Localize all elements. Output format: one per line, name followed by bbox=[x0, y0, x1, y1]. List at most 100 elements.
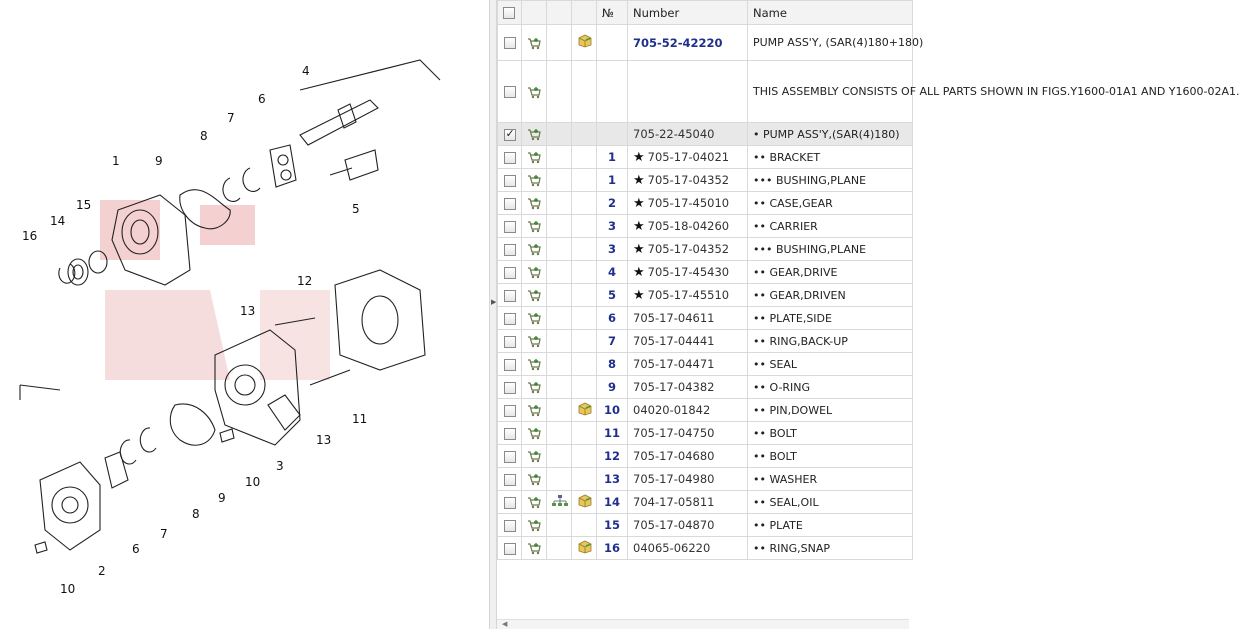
row-select-cell[interactable] bbox=[497, 490, 522, 514]
add-to-cart-icon[interactable] bbox=[527, 450, 542, 463]
horizontal-scrollbar[interactable]: ◀ bbox=[497, 619, 909, 629]
row-select-cell[interactable] bbox=[497, 444, 522, 468]
row-checkbox[interactable] bbox=[503, 335, 516, 348]
cart-cell[interactable] bbox=[521, 24, 547, 61]
tree-cell[interactable] bbox=[546, 490, 572, 514]
cart-cell[interactable] bbox=[521, 513, 547, 537]
table-row[interactable]: 1★705-17-04021•• BRACKET bbox=[497, 145, 913, 169]
cart-cell[interactable] bbox=[521, 191, 547, 215]
part-number[interactable]: 705-52-42220 bbox=[633, 35, 723, 50]
cart-cell[interactable] bbox=[521, 536, 547, 560]
cart-cell[interactable] bbox=[521, 352, 547, 376]
row-checkbox[interactable] bbox=[503, 542, 516, 555]
add-to-cart-icon[interactable] bbox=[527, 151, 542, 164]
row-checkbox[interactable] bbox=[503, 197, 516, 210]
package-icon[interactable] bbox=[577, 402, 593, 419]
row-select-cell[interactable] bbox=[497, 191, 522, 215]
add-to-cart-icon[interactable] bbox=[527, 86, 542, 99]
row-checkbox[interactable] bbox=[503, 220, 516, 233]
add-to-cart-icon[interactable] bbox=[527, 335, 542, 348]
cart-cell[interactable] bbox=[521, 122, 547, 146]
cart-cell[interactable] bbox=[521, 237, 547, 261]
add-to-cart-icon[interactable] bbox=[527, 473, 542, 486]
row-select-cell[interactable] bbox=[497, 329, 522, 353]
row-select-cell[interactable] bbox=[497, 421, 522, 445]
row-checkbox[interactable] bbox=[503, 496, 516, 509]
table-row[interactable]: 3★705-18-04260•• CARRIER bbox=[497, 214, 913, 238]
row-select-cell[interactable] bbox=[497, 168, 522, 192]
add-to-cart-icon[interactable] bbox=[527, 427, 542, 440]
cart-cell[interactable] bbox=[521, 214, 547, 238]
row-select-cell[interactable] bbox=[497, 467, 522, 491]
row-select-cell[interactable] bbox=[497, 122, 522, 146]
row-select-cell[interactable] bbox=[497, 283, 522, 307]
row-checkbox[interactable] bbox=[503, 312, 516, 325]
column-header-number[interactable]: Number bbox=[627, 0, 748, 25]
row-select-cell[interactable] bbox=[497, 513, 522, 537]
add-to-cart-icon[interactable] bbox=[527, 266, 542, 279]
package-icon[interactable] bbox=[577, 494, 593, 511]
add-to-cart-icon[interactable] bbox=[527, 519, 542, 532]
table-row[interactable]: 1★705-17-04352••• BUSHING,PLANE bbox=[497, 168, 913, 192]
cart-cell[interactable] bbox=[521, 375, 547, 399]
column-header-name[interactable]: Name bbox=[747, 0, 913, 25]
cart-cell[interactable] bbox=[521, 421, 547, 445]
table-row[interactable]: 3★705-17-04352••• BUSHING,PLANE bbox=[497, 237, 913, 261]
table-row[interactable]: 5★705-17-45510•• GEAR,DRIVEN bbox=[497, 283, 913, 307]
row-checkbox[interactable] bbox=[503, 289, 516, 302]
hierarchy-icon[interactable] bbox=[552, 494, 568, 510]
package-icon[interactable] bbox=[577, 540, 593, 557]
add-to-cart-icon[interactable] bbox=[527, 358, 542, 371]
add-to-cart-icon[interactable] bbox=[527, 381, 542, 394]
row-checkbox[interactable] bbox=[503, 86, 516, 98]
cart-cell[interactable] bbox=[521, 260, 547, 284]
cart-cell[interactable] bbox=[521, 145, 547, 169]
package-cell[interactable] bbox=[571, 24, 597, 61]
package-cell[interactable] bbox=[571, 398, 597, 422]
table-row[interactable]: 2★705-17-45010•• CASE,GEAR bbox=[497, 191, 913, 215]
row-checkbox[interactable] bbox=[503, 174, 516, 187]
collapse-arrow-icon[interactable]: ▶ bbox=[491, 298, 497, 306]
row-checkbox[interactable] bbox=[503, 243, 516, 256]
row-select-cell[interactable] bbox=[497, 60, 522, 123]
package-cell[interactable] bbox=[571, 536, 597, 560]
add-to-cart-icon[interactable] bbox=[527, 243, 542, 256]
cart-cell[interactable] bbox=[521, 398, 547, 422]
cart-cell[interactable] bbox=[521, 306, 547, 330]
row-checkbox[interactable] bbox=[503, 266, 516, 279]
part-number-cell[interactable]: 705-52-42220 bbox=[627, 24, 748, 61]
row-select-cell[interactable] bbox=[497, 145, 522, 169]
row-select-cell[interactable] bbox=[497, 352, 522, 376]
row-checkbox[interactable] bbox=[503, 127, 516, 141]
add-to-cart-icon[interactable] bbox=[527, 37, 542, 50]
row-select-cell[interactable] bbox=[497, 306, 522, 330]
cart-cell[interactable] bbox=[521, 490, 547, 514]
cart-cell[interactable] bbox=[521, 329, 547, 353]
add-to-cart-icon[interactable] bbox=[527, 312, 542, 325]
row-checkbox[interactable] bbox=[503, 427, 516, 440]
add-to-cart-icon[interactable] bbox=[527, 128, 542, 141]
row-select-cell[interactable] bbox=[497, 375, 522, 399]
add-to-cart-icon[interactable] bbox=[527, 404, 542, 417]
row-checkbox[interactable] bbox=[503, 404, 516, 417]
row-select-cell[interactable] bbox=[497, 214, 522, 238]
select-all-checkbox[interactable] bbox=[503, 7, 515, 19]
add-to-cart-icon[interactable] bbox=[527, 289, 542, 302]
row-select-cell[interactable] bbox=[497, 260, 522, 284]
add-to-cart-icon[interactable] bbox=[527, 220, 542, 233]
row-checkbox[interactable] bbox=[503, 473, 516, 486]
cart-cell[interactable] bbox=[521, 168, 547, 192]
table-row[interactable]: 705-22-45040• PUMP ASS'Y,(SAR(4)180) bbox=[497, 122, 913, 146]
table-row[interactable]: 4★705-17-45430•• GEAR,DRIVE bbox=[497, 260, 913, 284]
